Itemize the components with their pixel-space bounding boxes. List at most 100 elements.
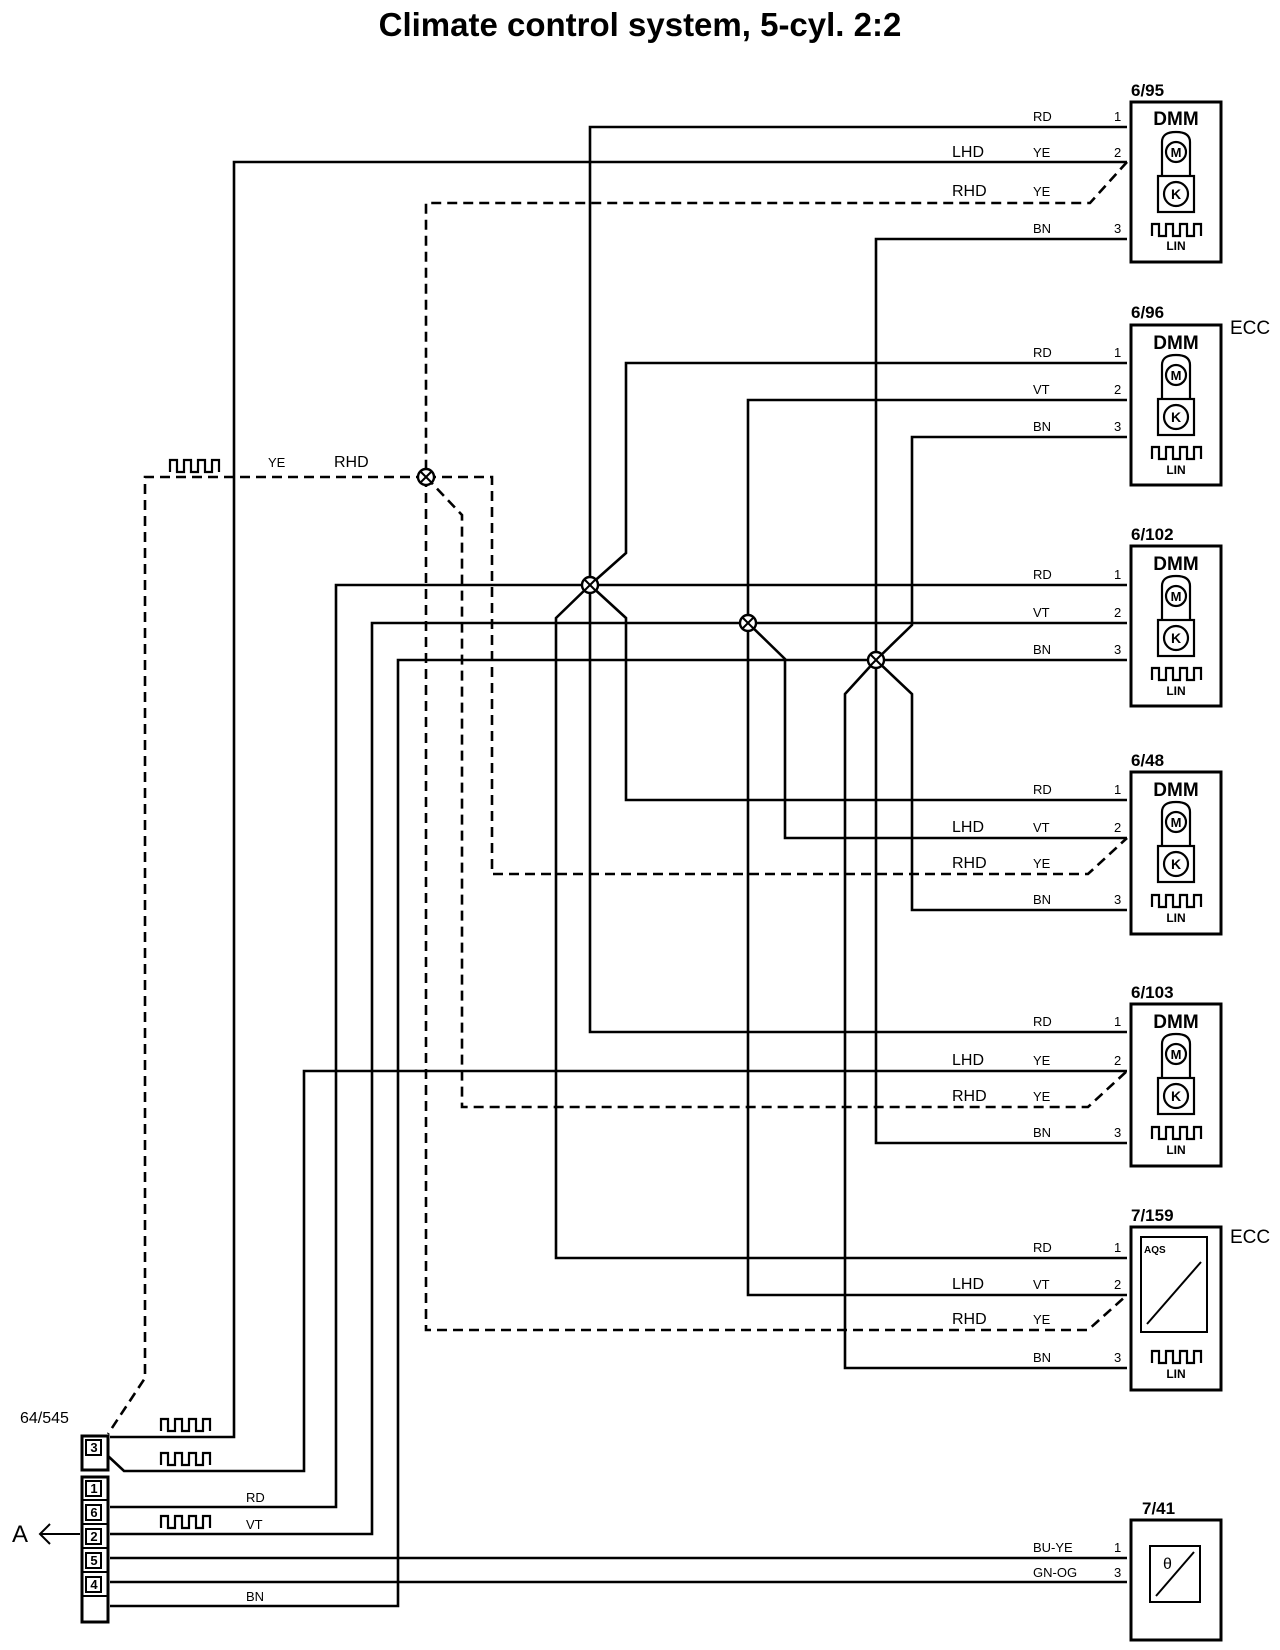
pin-number: 3 — [1114, 1565, 1121, 1580]
pin-number: 3 — [1114, 892, 1121, 907]
wire-label-rd: RD — [246, 1490, 265, 1505]
bus-label: LIN — [1166, 1367, 1185, 1381]
pin-number: 3 — [1114, 419, 1121, 434]
wire-label-ye: YE — [1033, 184, 1051, 199]
wire-group-rd — [110, 125, 1127, 1509]
component-6-96: 6/96 ECC DMM LIN 1 2 3 — [1114, 303, 1270, 487]
pin-number: 1 — [1114, 1240, 1121, 1255]
wire-group-7-41 — [110, 1556, 1127, 1584]
wire-label-ye: YE — [1033, 1089, 1051, 1104]
motor-icon — [1156, 1032, 1196, 1116]
wire-label-vt: VT — [1033, 382, 1050, 397]
pin-5: 5 — [90, 1553, 97, 1568]
wire-label-lhd: LHD — [952, 144, 984, 161]
component-id: 7/159 — [1131, 1206, 1174, 1225]
pin-number: 1 — [1114, 1014, 1121, 1029]
pin-number: 3 — [1114, 1125, 1121, 1140]
component-6-95: 6/95 DMM LIN 1 2 3 — [1114, 81, 1223, 264]
wire-label-lhd: LHD — [952, 1276, 984, 1293]
motor-icon — [1156, 800, 1196, 884]
wire-label-rhd: RHD — [952, 1311, 987, 1328]
wire-label-ye: YE — [268, 455, 286, 470]
component-type: DMM — [1153, 780, 1198, 801]
wire-label-rd: RD — [1033, 345, 1052, 360]
arrow-left-icon — [38, 1523, 80, 1545]
wire-label-lhd: LHD — [952, 1052, 984, 1069]
wire-label-bn: BN — [1033, 221, 1051, 236]
pin-number: 3 — [1114, 221, 1121, 236]
bus-label: LIN — [1166, 463, 1185, 477]
wire-label-vt: VT — [246, 1517, 263, 1532]
component-tag: ECC — [1230, 318, 1270, 339]
wire-label-rd: RD — [1033, 109, 1052, 124]
pin-number: 3 — [1114, 1350, 1121, 1365]
wire-label-ye: YE — [1033, 1053, 1051, 1068]
pin-number: 2 — [1114, 820, 1121, 835]
pin-2: 2 — [90, 1529, 97, 1544]
component-6-102: 6/102 DMM LIN 1 2 3 — [1114, 525, 1223, 708]
pin-number: 2 — [1114, 605, 1121, 620]
pin-1: 1 — [90, 1481, 97, 1496]
pin-number: 1 — [1114, 567, 1121, 582]
wire-label-vt: VT — [1033, 1277, 1050, 1292]
wire-label-ye: YE — [1033, 145, 1051, 160]
pin-number: 2 — [1114, 382, 1121, 397]
component-type: DMM — [1153, 554, 1198, 575]
wire-label-vt: VT — [1033, 605, 1050, 620]
motor-icon — [1156, 574, 1196, 658]
pin-number: 1 — [1114, 1540, 1121, 1555]
connector-id: 64/545 — [20, 1410, 69, 1427]
component-id: 6/96 — [1131, 303, 1164, 322]
lin-pulse-icon — [159, 1514, 212, 1530]
wire-label-rd: RD — [1033, 782, 1052, 797]
component-tag: ECC — [1230, 1227, 1270, 1248]
component-type: DMM — [1153, 333, 1198, 354]
bus-label: LIN — [1166, 1143, 1185, 1157]
wire-label-rhd: RHD — [952, 1088, 987, 1105]
wire-group-ye-rhd — [106, 161, 1128, 1435]
wire-label-rhd: RHD — [952, 855, 987, 872]
wire-label-bn: BN — [1033, 1125, 1051, 1140]
wire-label-bu-ye: BU-YE — [1033, 1540, 1073, 1555]
wire-label-ye: YE — [1033, 1312, 1051, 1327]
wire-label-rhd: RHD — [334, 454, 369, 471]
wire-label-bn: BN — [1033, 642, 1051, 657]
pin-number: 1 — [1114, 109, 1121, 124]
wire-label-bn: BN — [1033, 1350, 1051, 1365]
pin-number: 1 — [1114, 345, 1121, 360]
bus-label: LIN — [1166, 911, 1185, 925]
component-type: DMM — [1153, 109, 1198, 130]
wire-label-rhd: RHD — [952, 183, 987, 200]
connector-64-545: 64/545 3 1 6 2 5 4 — [20, 1410, 110, 1624]
temperature-icon: θ — [1163, 1556, 1172, 1573]
wire-label-vt: VT — [1033, 820, 1050, 835]
component-id: 6/103 — [1131, 983, 1174, 1002]
lin-pulse-icon — [159, 1451, 212, 1467]
wire-group-bn — [110, 237, 1127, 1608]
wire-label-rd: RD — [1033, 1014, 1052, 1029]
sensor-type: AQS — [1144, 1245, 1166, 1256]
bus-label: LIN — [1166, 239, 1185, 253]
pin-number: 2 — [1114, 145, 1121, 160]
pin-number: 2 — [1114, 1277, 1121, 1292]
lin-pulse-icon — [159, 1417, 212, 1433]
wire-group-vt — [110, 398, 1127, 1536]
wire-label-rd: RD — [1033, 1240, 1052, 1255]
pin-number: 3 — [1114, 642, 1121, 657]
wire-label-rd: RD — [1033, 567, 1052, 582]
splice-rhd — [416, 467, 436, 487]
wire-group-ye-lhd — [107, 160, 1127, 1473]
splice-bn — [866, 650, 886, 670]
pin-number: 2 — [1114, 1053, 1121, 1068]
splice-vt — [738, 613, 758, 633]
component-7-159: 7/159 ECC AQS LIN 1 2 3 — [1114, 1206, 1270, 1392]
component-id: 7/41 — [1142, 1499, 1175, 1518]
component-type: DMM — [1153, 1012, 1198, 1033]
connector-arrow-label: A — [12, 1521, 28, 1548]
wire-label-bn: BN — [1033, 419, 1051, 434]
wire-label-ye: YE — [1033, 856, 1051, 871]
wire-label-bn: BN — [1033, 892, 1051, 907]
wire-label-lhd: LHD — [952, 819, 984, 836]
component-7-41: 7/41 θ 1 3 — [1114, 1499, 1223, 1642]
